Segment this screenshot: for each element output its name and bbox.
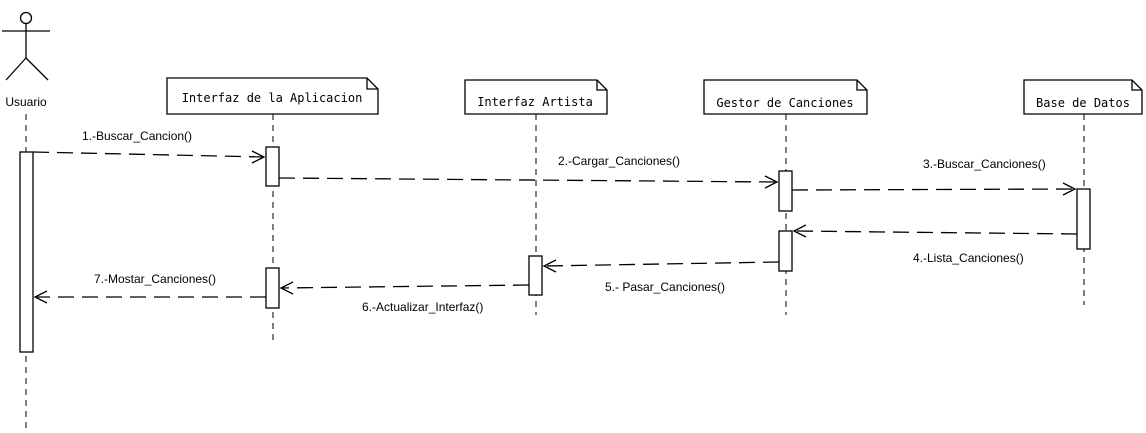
activation-interfaz-aplicacion-1 (265, 146, 280, 187)
message-label: 7.-Mostar_Canciones() (94, 272, 216, 286)
folded-corner (366, 78, 378, 90)
message-label: 4.-Lista_Canciones() (913, 251, 1024, 265)
arrow-head (542, 259, 557, 273)
activation-gestor-1 (778, 170, 793, 212)
message-label: 3.-Buscar_Canciones() (923, 157, 1046, 171)
message-7: 7.-Mostar_Canciones() (33, 272, 266, 304)
arrow-head (33, 290, 48, 304)
message-label: 2.-Cargar_Canciones() (558, 154, 680, 168)
participant-label: Gestor de Canciones (716, 96, 853, 110)
activation-gestor-2 (778, 230, 793, 272)
message-3: 3.-Buscar_Canciones() (791, 157, 1077, 196)
message-label: 5.- Pasar_Canciones() (605, 280, 725, 294)
participant-label: Interfaz Artista (477, 95, 593, 109)
arrow-head (279, 281, 294, 295)
message-line (791, 188, 1076, 191)
message-1: 1.-Buscar_Cancion() (32, 129, 266, 164)
message-label: 1.-Buscar_Cancion() (82, 129, 192, 143)
arrow-head (1062, 182, 1077, 196)
message-line (543, 261, 780, 267)
participant-box (1023, 79, 1143, 115)
actor-left-leg (5, 57, 27, 81)
actor-right-leg (25, 57, 49, 81)
message-label: 6.-Actualizar_Interfaz() (362, 300, 483, 314)
activation-interfaz-aplicacion-2 (265, 267, 280, 309)
actor-label: Usuario (5, 95, 47, 109)
message-2: 2.-Cargar_Canciones() (278, 154, 779, 189)
participant-interfaz-artista: Interfaz Artista (464, 79, 608, 115)
message-6: 6.-Actualizar_Interfaz() (279, 281, 530, 314)
arrow-head (764, 175, 779, 189)
message-5: 5.- Pasar_Canciones() (542, 259, 780, 294)
message-line (280, 284, 530, 289)
participant-label: Base de Datos (1036, 96, 1130, 110)
arrow-head (792, 224, 807, 238)
participant-label: Interfaz de la Aplicacion (182, 91, 363, 105)
message-line (278, 177, 778, 183)
message-line (32, 151, 265, 158)
participant-gestor-canciones: Gestor de Canciones (703, 79, 868, 115)
participant-box (464, 79, 608, 115)
actor-head (19, 11, 33, 25)
participant-interfaz-aplicacion: Interfaz de la Aplicacion (166, 77, 379, 115)
arrow-head (251, 150, 266, 164)
folded-corner (1131, 80, 1142, 91)
activation-interfaz-artista (528, 255, 543, 296)
actor-usuario: Usuario (2, 11, 50, 109)
message-line (793, 230, 1078, 235)
folded-corner (856, 80, 867, 91)
activation-usuario (19, 151, 34, 353)
participant-box (703, 79, 868, 115)
participant-base-datos: Base de Datos (1023, 79, 1143, 115)
activation-base-datos (1076, 188, 1091, 250)
message-4: 4.-Lista_Canciones() (792, 224, 1078, 265)
participant-box (166, 77, 379, 115)
folded-corner (596, 80, 607, 91)
